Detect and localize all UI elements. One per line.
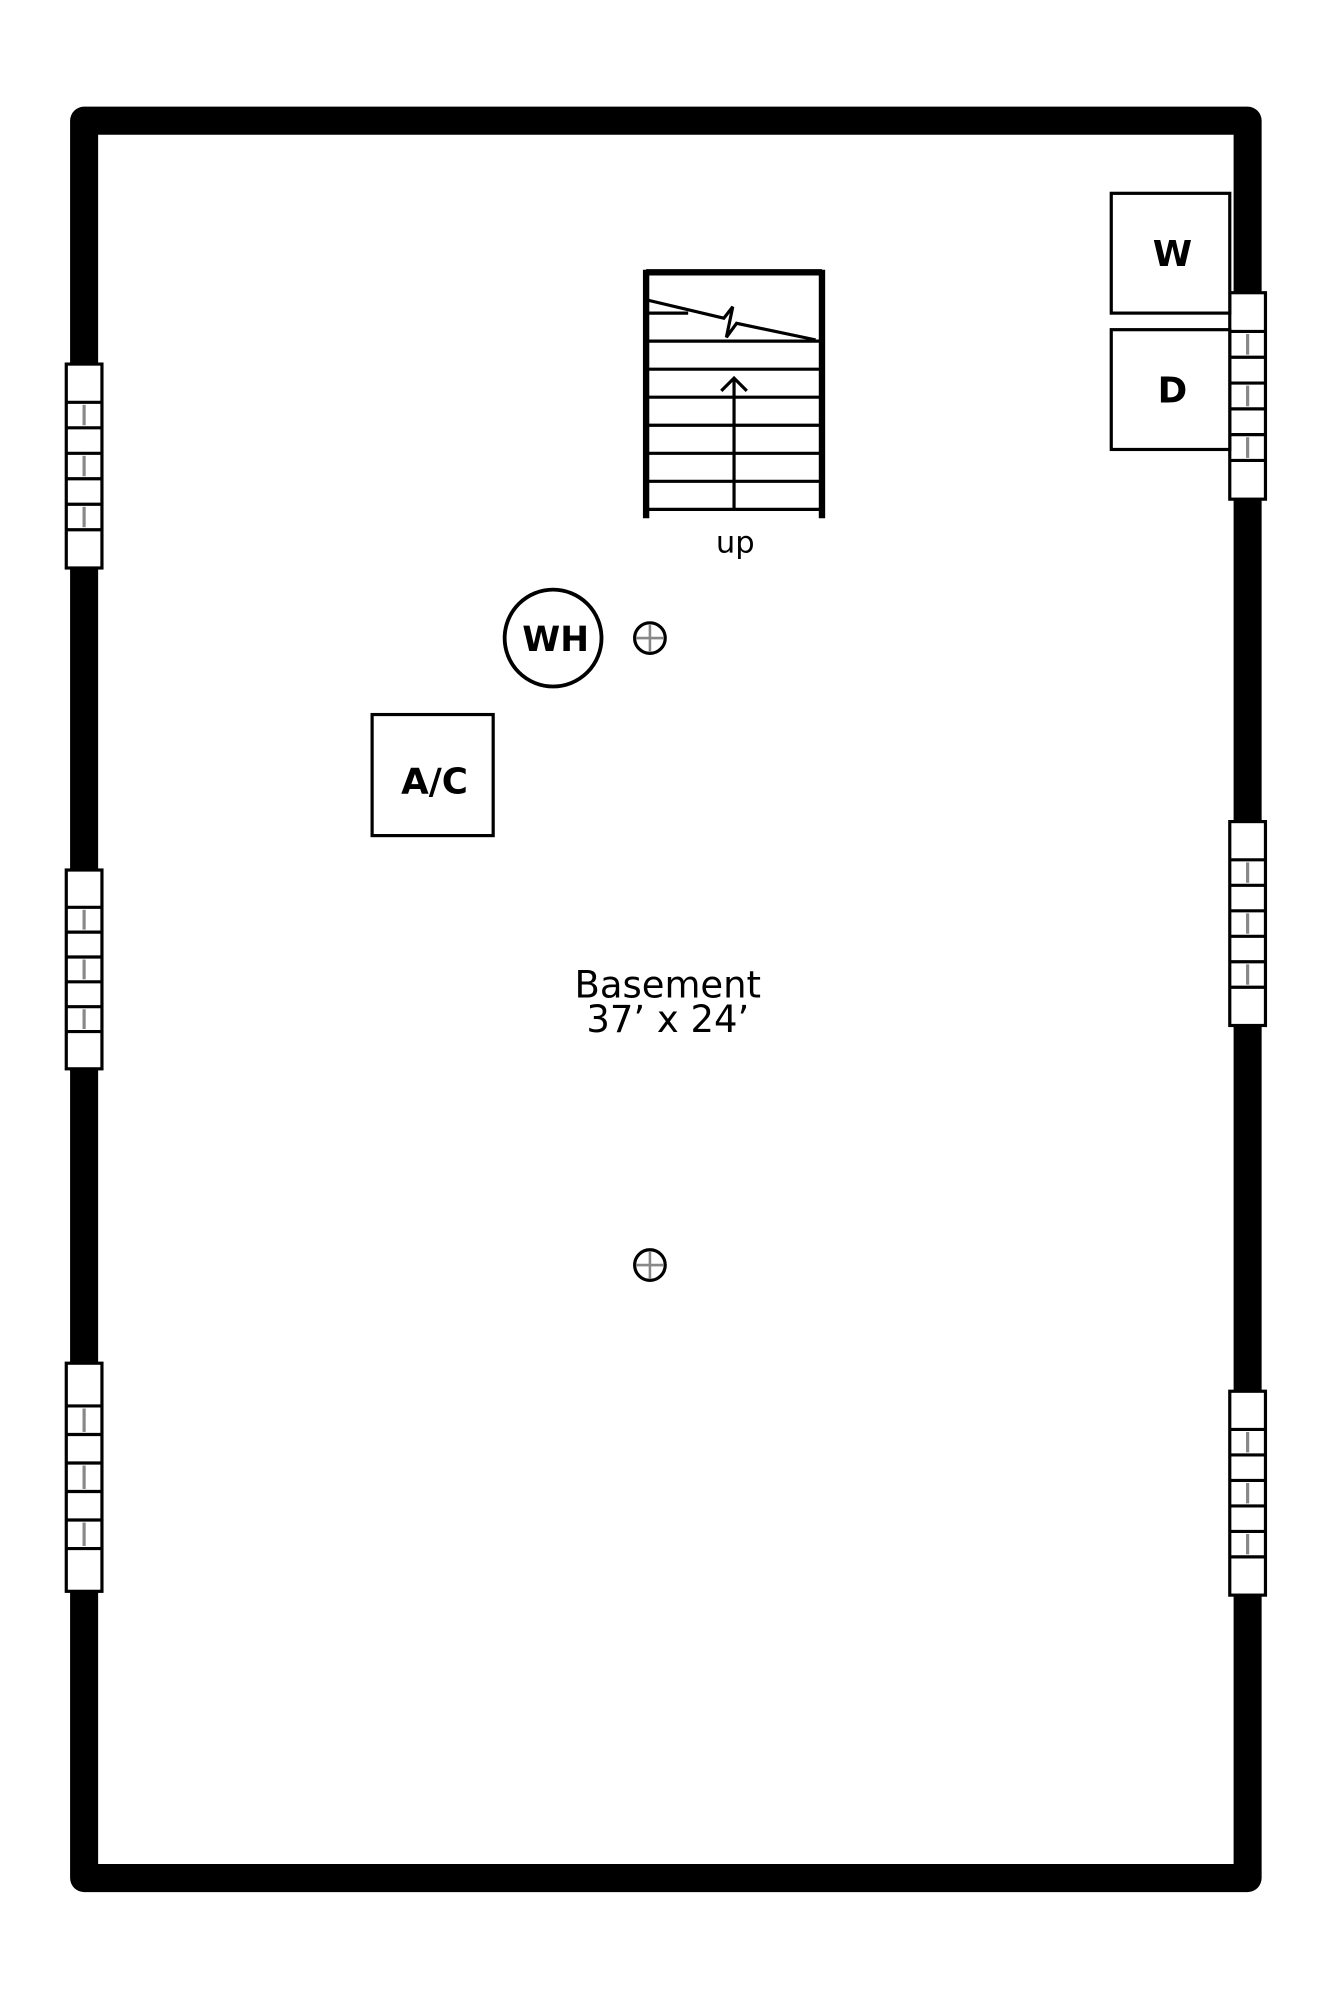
window <box>1228 1389 1268 1597</box>
support-post-icon <box>633 621 667 655</box>
windows <box>64 291 1268 1597</box>
stairs-label: up <box>716 526 755 561</box>
staircase: up <box>642 269 826 561</box>
ac-unit: A/C <box>370 712 495 838</box>
room-name: Basement <box>575 963 762 1006</box>
dryer: D <box>1109 328 1232 452</box>
support-post-icon <box>633 1248 667 1282</box>
ac-label: A/C <box>401 762 468 803</box>
dryer-label: D <box>1158 370 1188 411</box>
window <box>64 1361 104 1593</box>
water-heater: WH <box>502 587 604 689</box>
window <box>1228 291 1268 501</box>
window <box>64 362 104 570</box>
water-heater-label: WH <box>522 620 589 660</box>
stair-break-line <box>648 298 816 342</box>
window <box>1228 819 1268 1028</box>
room-dimensions: 37’ x 24’ <box>586 998 749 1041</box>
washer: W <box>1109 191 1232 315</box>
window <box>64 868 104 1071</box>
washer-label: W <box>1153 234 1192 275</box>
